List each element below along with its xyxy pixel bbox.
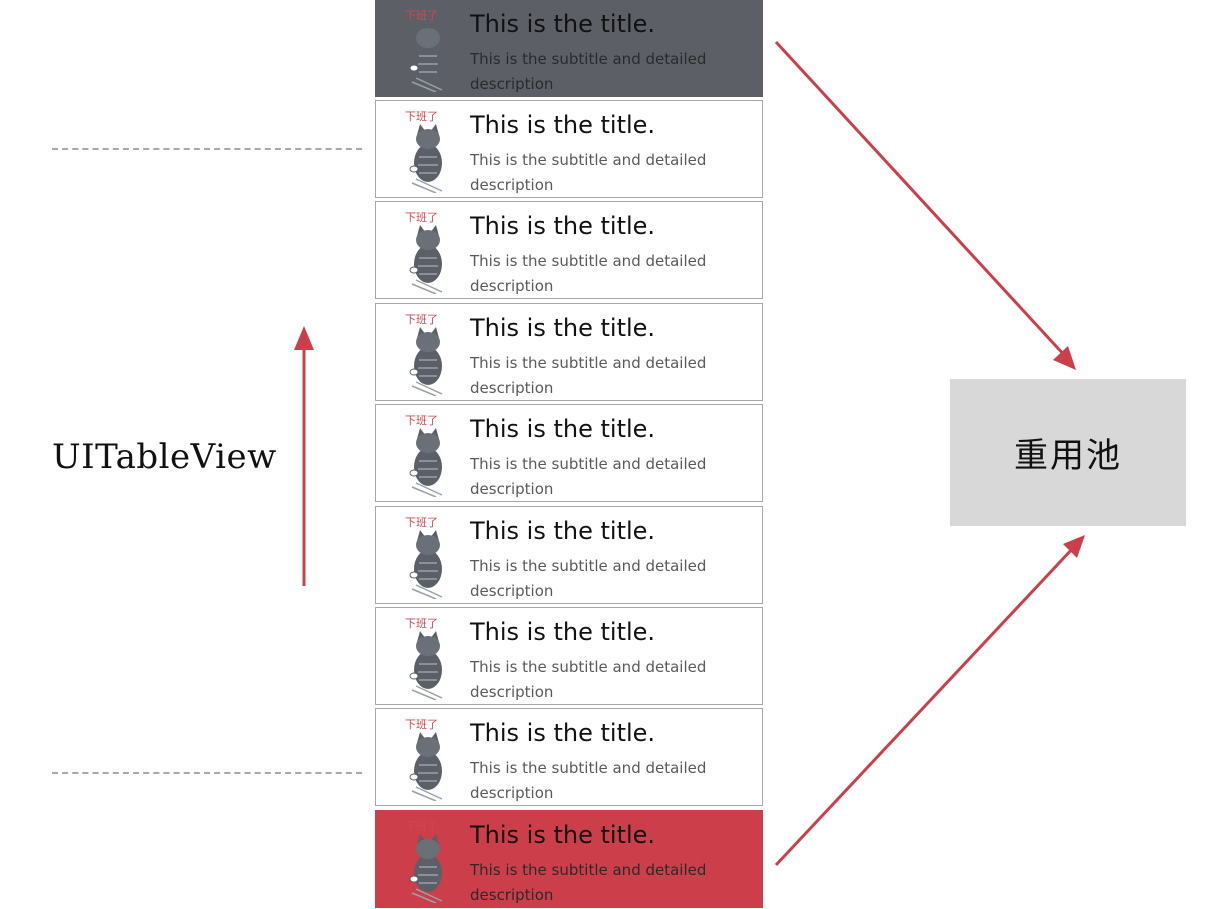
cell-subtitle: This is the subtitle and detailed descri…	[470, 861, 707, 904]
scroll-up-arrowhead	[294, 326, 314, 350]
cell-title: This is the title.	[470, 212, 656, 240]
cell-title: This is the title.	[470, 415, 656, 443]
cell-subtitle: This is the subtitle and detailed descri…	[470, 50, 707, 93]
cat-thumbnail-icon: 下班了	[402, 310, 452, 396]
svg-text:下班了: 下班了	[405, 313, 438, 326]
table-cell[interactable]: 下班了 This is the title. This is the subti…	[375, 100, 763, 198]
cat-thumbnail-icon: 下班了	[402, 513, 452, 599]
table-cell[interactable]: 下班了 This is the title. This is the subti…	[375, 708, 763, 806]
table-cell[interactable]: 下班了 This is the title. This is the subti…	[375, 810, 763, 908]
table-cell[interactable]: 下班了 This is the title. This is the subti…	[375, 303, 763, 401]
cell-subtitle: This is the subtitle and detailed descri…	[470, 354, 707, 397]
reuse-pool-label: 重用池	[1014, 436, 1122, 476]
cell-title: This is the title.	[470, 821, 656, 849]
svg-text:下班了: 下班了	[405, 211, 438, 224]
tableview-label: UITableView	[52, 437, 277, 477]
table-cell[interactable]: 下班了 This is the title. This is the subti…	[375, 506, 763, 604]
svg-text:下班了: 下班了	[405, 414, 438, 427]
svg-text:下班了: 下班了	[405, 718, 438, 731]
cat-thumbnail-icon: 下班了	[402, 107, 452, 193]
cat-thumbnail-icon: 下班了	[402, 614, 452, 700]
table-cell[interactable]: 下班了 This is the title. This is the subti…	[375, 607, 763, 705]
reuse-pool-box: 重用池	[950, 379, 1186, 526]
cell-subtitle: This is the subtitle and detailed descri…	[470, 557, 707, 600]
to-pool-arrow	[774, 40, 1068, 359]
cell-title: This is the title.	[470, 517, 656, 545]
cat-thumbnail-icon: 下班了	[402, 208, 452, 294]
svg-text:下班了: 下班了	[405, 820, 438, 833]
cell-title: This is the title.	[470, 314, 656, 342]
cell-subtitle: This is the subtitle and detailed descri…	[470, 658, 707, 701]
cell-subtitle: This is the subtitle and detailed descri…	[470, 759, 707, 802]
svg-text:下班了: 下班了	[405, 9, 438, 22]
visible-top-dashed-line	[52, 148, 362, 150]
cell-title: This is the title.	[470, 618, 656, 646]
cat-thumbnail-icon: 下班了	[402, 6, 452, 92]
cell-title: This is the title.	[470, 10, 656, 38]
cat-thumbnail-icon: 下班了	[402, 817, 452, 903]
table-cell[interactable]: 下班了 This is the title. This is the subti…	[375, 404, 763, 502]
cat-thumbnail-icon: 下班了	[402, 715, 452, 801]
cell-subtitle: This is the subtitle and detailed descri…	[470, 252, 707, 295]
from-pool-arrow	[774, 545, 1076, 867]
visible-bottom-dashed-line	[52, 772, 362, 774]
cell-title: This is the title.	[470, 111, 656, 139]
cell-subtitle: This is the subtitle and detailed descri…	[470, 455, 707, 498]
cat-thumbnail-icon: 下班了	[402, 411, 452, 497]
svg-text:下班了: 下班了	[405, 617, 438, 630]
from-pool-arrowhead	[1063, 535, 1085, 558]
cell-title: This is the title.	[470, 719, 656, 747]
cell-subtitle: This is the subtitle and detailed descri…	[470, 151, 707, 194]
svg-text:下班了: 下班了	[405, 110, 438, 123]
to-pool-arrowhead	[1053, 346, 1076, 370]
table-cell[interactable]: 下班了 This is the title. This is the subti…	[375, 201, 763, 299]
svg-text:下班了: 下班了	[405, 516, 438, 529]
table-cell[interactable]: 下班了 This is the title. This is the subti…	[375, 0, 763, 97]
